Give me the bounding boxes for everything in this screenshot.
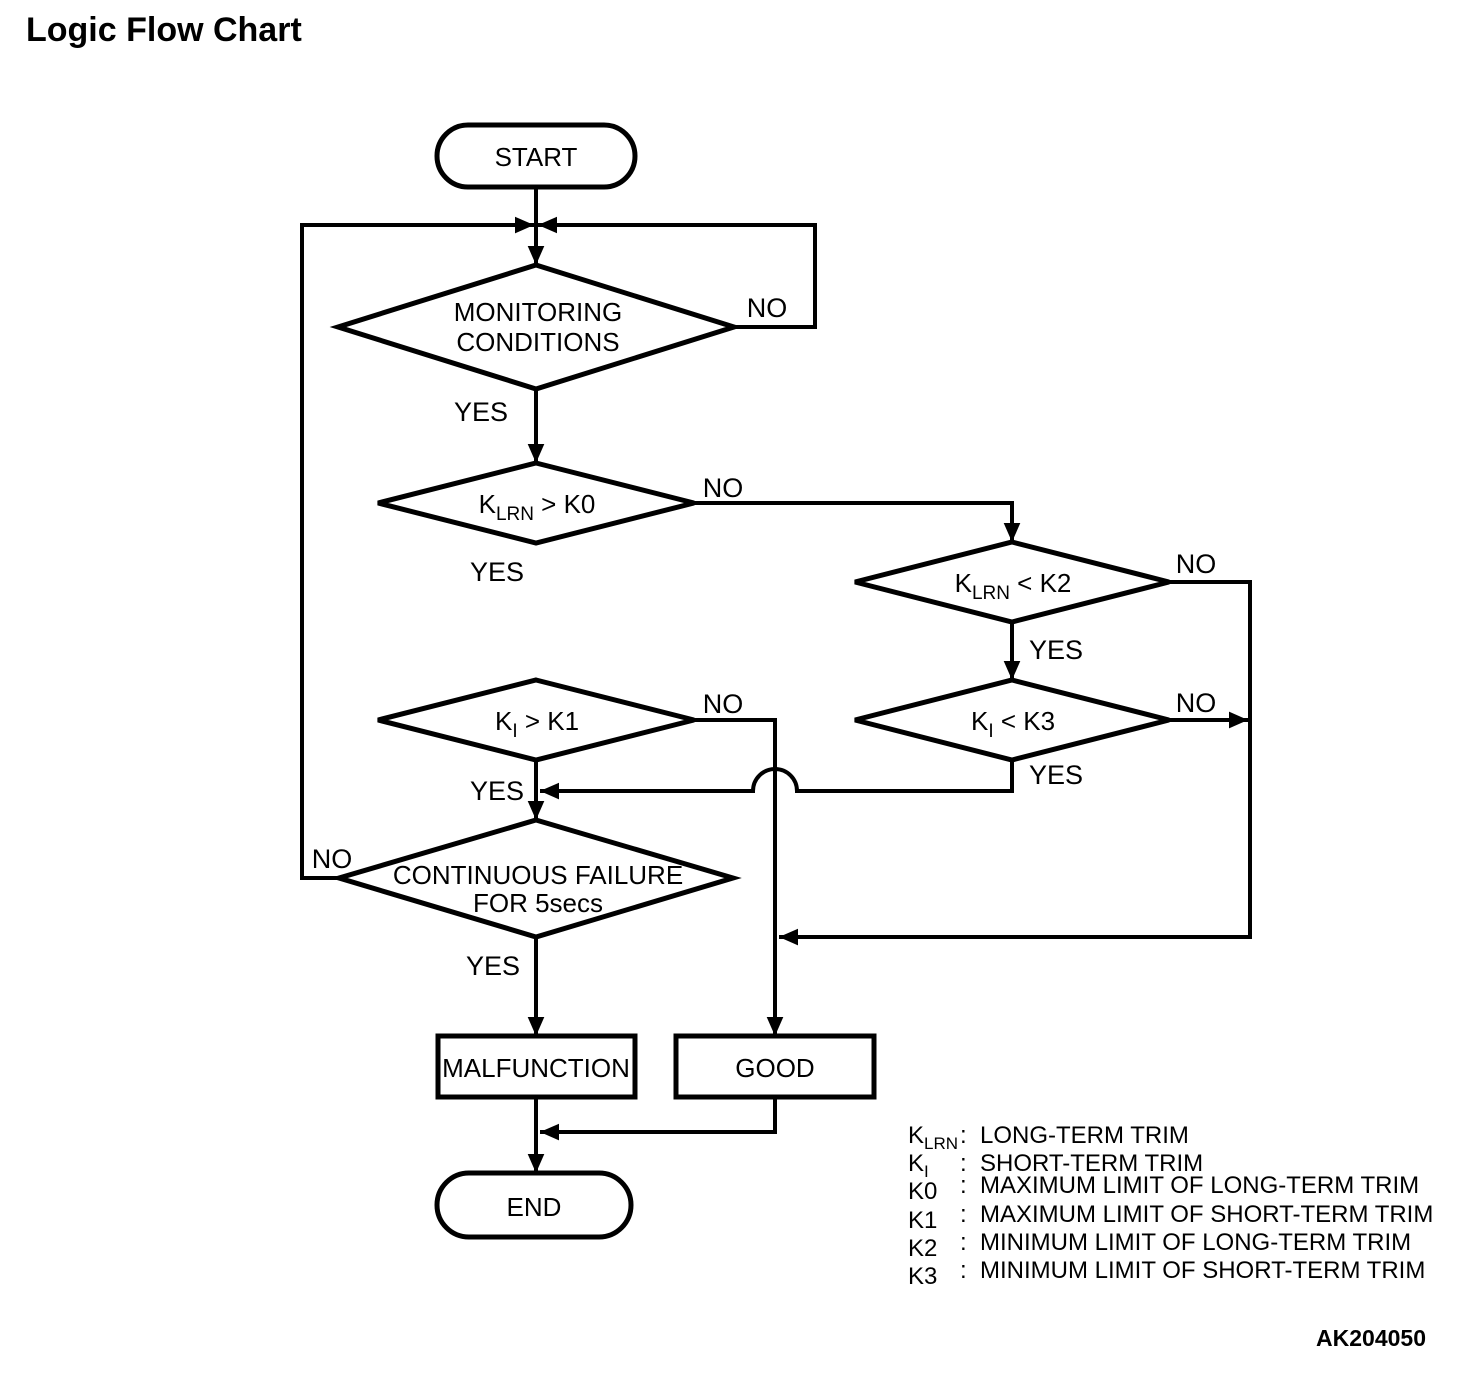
figure-code: AK204050: [1316, 1325, 1426, 1351]
decision-klrn-lt-k2: [854, 539, 1170, 625]
no-label-klrn-lt-k2: NO: [1176, 549, 1217, 579]
continuous-failure-label-line1: CONTINUOUS FAILURE: [393, 860, 683, 890]
label-base: K: [479, 489, 497, 519]
legend-row-k3: K3: MINIMUM LIMIT OF SHORT-TERM TRIM: [908, 1257, 1425, 1290]
legend-separator: :: [960, 1150, 967, 1177]
edges: [300, 187, 1252, 1173]
no-label-continuous-failure: NO: [312, 844, 353, 874]
end-label: END: [507, 1192, 562, 1222]
branch-labels: NO YES NO YES NO YES NO YES NO YES NO YE…: [312, 293, 1217, 981]
good-label: GOOD: [735, 1053, 814, 1083]
label-base: K: [971, 706, 989, 736]
edge-ki-k1-no-to-good: [694, 718, 784, 1036]
legend-desc: LONG-TERM TRIM: [980, 1122, 1189, 1149]
decision-ki-gt-k1: [377, 677, 695, 763]
legend-row-k1: K1: MAXIMUM LIMIT OF SHORT-TERM TRIM: [908, 1201, 1433, 1234]
legend-separator: :: [960, 1201, 967, 1228]
end-node: [434, 1170, 634, 1240]
legend-desc: MINIMUM LIMIT OF LONG-TERM TRIM: [980, 1229, 1411, 1256]
label-subscript: I: [988, 721, 993, 742]
legend-term-base: K1: [908, 1207, 937, 1234]
klrn-lt-k2-label: KLRN < K2: [955, 568, 1072, 604]
legend-term-sub: LRN: [924, 1134, 958, 1153]
ki-lt-k3-label: KI < K3: [971, 706, 1055, 742]
label-base: K: [495, 706, 513, 736]
legend-row-ki: KI: SHORT-TERM TRIM: [908, 1150, 1203, 1181]
legend-row-k2: K2: MINIMUM LIMIT OF LONG-TERM TRIM: [908, 1229, 1411, 1262]
edge-monitoring-no-return: [538, 216, 817, 329]
start-node: [434, 122, 638, 190]
edge-klrn-k2-no-to-good-line: [779, 580, 1252, 946]
legend: KLRN: LONG-TERM TRIM KI: SHORT-TERM TRIM K…: [908, 1122, 1433, 1290]
monitoring-label-line1: MONITORING: [454, 297, 623, 327]
yes-label-klrn-lt-k2: YES: [1029, 635, 1083, 665]
legend-term-base: K2: [908, 1235, 937, 1262]
label-rest: < K3: [994, 706, 1055, 736]
nodes: START MONITORING CONDITIONS KLRN > K0 KL…: [329, 122, 1170, 1240]
label-subscript: I: [512, 721, 517, 742]
no-label-monitoring: NO: [747, 293, 788, 323]
legend-term-sub: I: [924, 1162, 929, 1181]
ki-gt-k1-label: KI > K1: [495, 706, 579, 742]
label-rest: > K0: [534, 489, 595, 519]
decision-klrn-gt-k0: [377, 460, 695, 546]
good-node: [673, 1033, 877, 1100]
legend-separator: :: [960, 1257, 967, 1284]
legend-desc: MAXIMUM LIMIT OF SHORT-TERM TRIM: [980, 1201, 1433, 1228]
label-subscript: LRN: [972, 583, 1010, 604]
start-label: START: [495, 142, 578, 172]
yes-label-klrn-gt-k0: YES: [470, 557, 524, 587]
label-base: K: [955, 568, 973, 598]
edge-continuous-failure-no-return: [300, 216, 534, 880]
legend-term-base: K: [908, 1150, 924, 1177]
edge-klrn-k0-no: [694, 501, 1021, 542]
label-rest: > K1: [518, 706, 579, 736]
yes-label-ki-lt-k3: YES: [1029, 760, 1083, 790]
klrn-gt-k0-label: KLRN > K0: [479, 489, 596, 525]
malfunction-label: MALFUNCTION: [442, 1053, 630, 1083]
legend-row-klrn: KLRN: LONG-TERM TRIM: [908, 1122, 1189, 1153]
legend-desc: MINIMUM LIMIT OF SHORT-TERM TRIM: [980, 1257, 1425, 1284]
label-rest: < K2: [1010, 568, 1071, 598]
decision-continuous-failure: [330, 817, 742, 940]
monitoring-label-line2: CONDITIONS: [456, 327, 619, 357]
legend-separator: :: [960, 1172, 967, 1199]
legend-term-base: K: [908, 1122, 924, 1149]
legend-term-base: K3: [908, 1263, 937, 1290]
legend-desc: MAXIMUM LIMIT OF LONG-TERM TRIM: [980, 1172, 1419, 1199]
no-label-klrn-gt-k0: NO: [703, 473, 744, 503]
edge-good-to-end-join: [540, 1097, 777, 1141]
malfunction-node: [435, 1033, 638, 1100]
label-subscript: LRN: [496, 504, 534, 525]
no-label-ki-gt-k1: NO: [703, 689, 744, 719]
yes-label-monitoring: YES: [454, 397, 508, 427]
legend-separator: :: [960, 1122, 967, 1149]
decision-monitoring-conditions: [329, 262, 743, 392]
continuous-failure-label-line2: FOR 5secs: [473, 888, 603, 918]
page-title: Logic Flow Chart: [26, 11, 302, 49]
no-label-ki-lt-k3: NO: [1176, 688, 1217, 718]
yes-label-continuous-failure: YES: [466, 951, 520, 981]
yes-label-ki-gt-k1: YES: [470, 776, 524, 806]
legend-term-base: K0: [908, 1178, 937, 1205]
legend-separator: :: [960, 1229, 967, 1256]
legend-row-k0: K0: MAXIMUM LIMIT OF LONG-TERM TRIM: [908, 1172, 1419, 1205]
legend-desc: SHORT-TERM TRIM: [980, 1150, 1203, 1177]
decision-ki-lt-k3: [854, 677, 1170, 763]
